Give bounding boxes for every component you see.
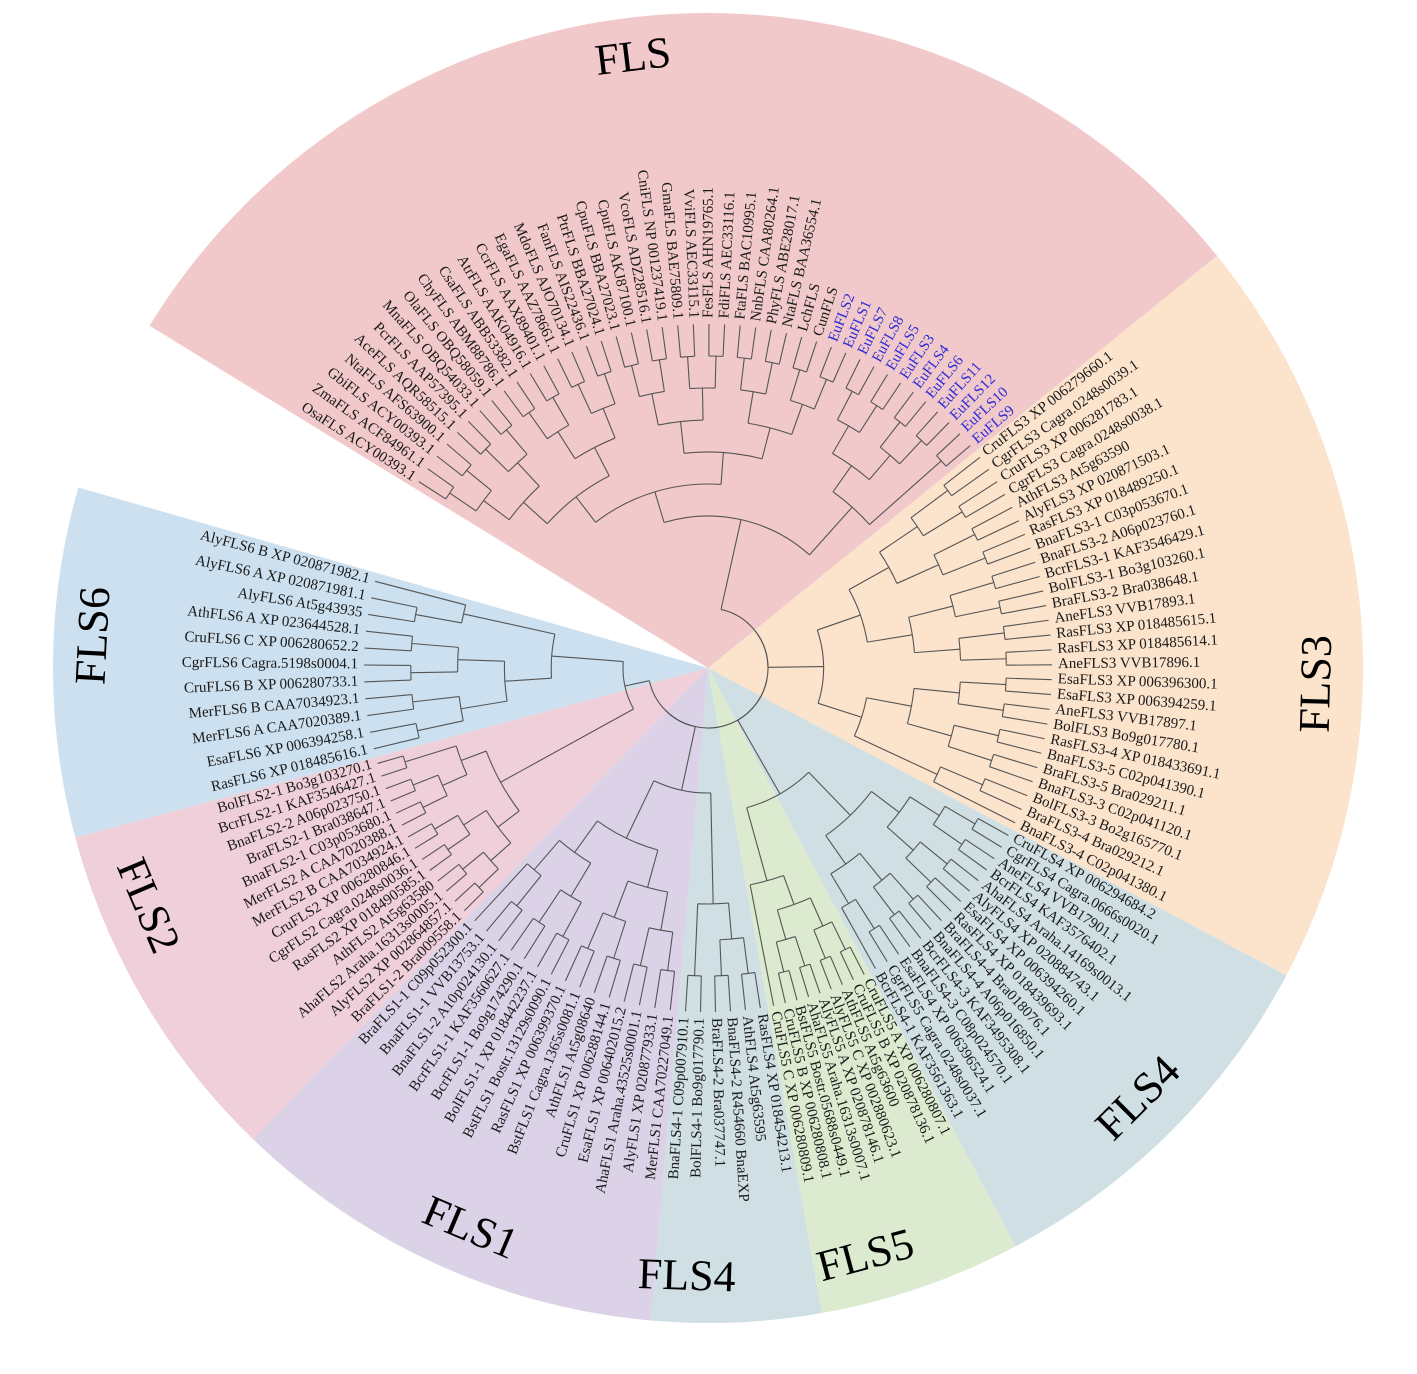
leaf-label: AneFLS3 VVB17896.1	[1058, 655, 1200, 672]
clade-sector-fls	[149, 12, 1218, 668]
leaf-label: VviFLS AEC33115.1	[680, 189, 702, 319]
leaf-label: FesFLS AHN19765.1	[700, 187, 716, 318]
clade-label-fls4b: FLS4	[637, 1249, 736, 1301]
clade-sector-fls5	[708, 668, 1016, 1314]
leaf-label: EsaFLS3 XP 006396300.1	[1058, 671, 1218, 692]
clade-label-fls3: FLS3	[1290, 634, 1342, 733]
clade-label-fls: FLS	[592, 27, 673, 85]
clade-sector-fls4b	[650, 668, 822, 1323]
tree-branches	[364, 323, 1052, 1012]
clade-sector-fls3	[708, 255, 1363, 976]
leaf-label: BolFLS4-1 Bo9g017790.1	[688, 1018, 707, 1178]
leaf-label: CruFLS6 B XP 006280733.1	[184, 674, 359, 697]
clade-label-fls6: FLS6	[65, 586, 119, 686]
leaf-label: CgrFLS6 Cagra.5198s0004.1	[182, 655, 358, 673]
clade-sector-fls2	[75, 668, 708, 1140]
leaf-label: BraFLS4-2 Bra037747.1	[708, 1018, 727, 1167]
leaf-label: FdiFLS AEC33116.1	[716, 191, 738, 319]
clade-sector-fls6	[52, 487, 708, 838]
clade-sector-fls1	[252, 668, 708, 1321]
